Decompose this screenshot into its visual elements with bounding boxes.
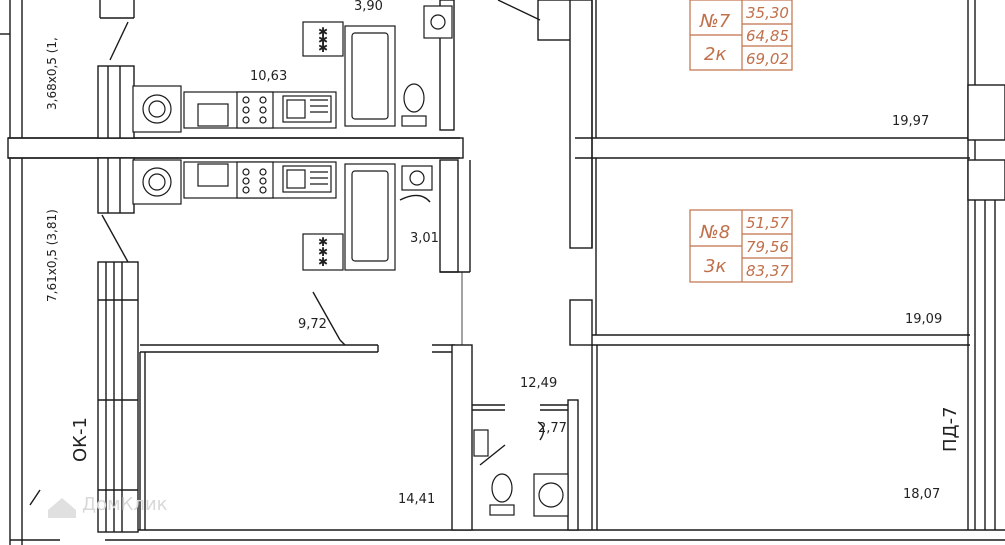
- svg-text:✱: ✱: [318, 235, 328, 249]
- apartment-living-area: 35,30: [746, 4, 789, 22]
- room-area-label: 2,77: [538, 421, 567, 436]
- apartment-total-area: 79,56: [746, 238, 789, 256]
- apartment-stamp-7: [689, 0, 793, 71]
- apartment-number: №7: [699, 11, 731, 32]
- room-area-label: 14,41: [398, 492, 435, 507]
- apartment-total-with-balcony: 69,02: [746, 50, 789, 68]
- washbasin-icon: [473, 429, 489, 457]
- window-dimension-middle: 7,61x0,5 (3,81): [45, 209, 59, 302]
- svg-text:✱: ✱: [318, 25, 328, 39]
- svg-text:✱: ✱: [318, 255, 328, 269]
- room-area-label: 9,72: [298, 317, 327, 332]
- toilet-icon: [401, 115, 427, 127]
- apartment-room-count: 2к: [704, 44, 726, 65]
- fixtures: ✱ ✱ ✱ ✱ ✱ ✱: [132, 5, 569, 517]
- room-area-label: 18,07: [903, 487, 940, 502]
- section-tag-left: ОК-1: [70, 417, 91, 462]
- apartment-stamp-8: [689, 209, 793, 283]
- apartment-total-with-balcony: 83,37: [746, 262, 789, 280]
- boiler-icon: [302, 233, 344, 271]
- room-area-label: 19,97: [892, 114, 929, 129]
- watermark: ДомКлик: [48, 494, 168, 518]
- svg-text:✱: ✱: [318, 41, 328, 55]
- room-area-label: 19,09: [905, 312, 942, 327]
- apartment-stamps: [689, 0, 793, 283]
- room-area-label: 10,63: [250, 69, 287, 84]
- apartment-total-area: 64,85: [746, 27, 789, 45]
- apartment-living-area: 51,57: [746, 214, 789, 232]
- room-area-label: 12,49: [520, 376, 557, 391]
- stove-icon: [236, 91, 274, 129]
- room-area-label: 3,90: [354, 0, 383, 14]
- apartment-number: №8: [699, 222, 730, 243]
- room-area-label: 3,01: [410, 231, 439, 246]
- labels: 3,90 10,63 19,97 3,01 9,72 19,09 12,49 2…: [45, 0, 961, 507]
- toilet-icon: [489, 504, 515, 516]
- svg-text:✱: ✱: [318, 33, 328, 47]
- boiler-icon: [302, 21, 344, 57]
- watermark-text: ДомКлик: [82, 494, 168, 515]
- section-tag-right: ПД-7: [940, 406, 961, 452]
- window-dimension-top: 3,68x0,5 (1,: [45, 37, 59, 110]
- house-logo-icon: [48, 498, 76, 518]
- svg-text:✱: ✱: [318, 245, 328, 259]
- stove-icon: [236, 161, 274, 199]
- apartment-room-count: 3к: [704, 256, 726, 277]
